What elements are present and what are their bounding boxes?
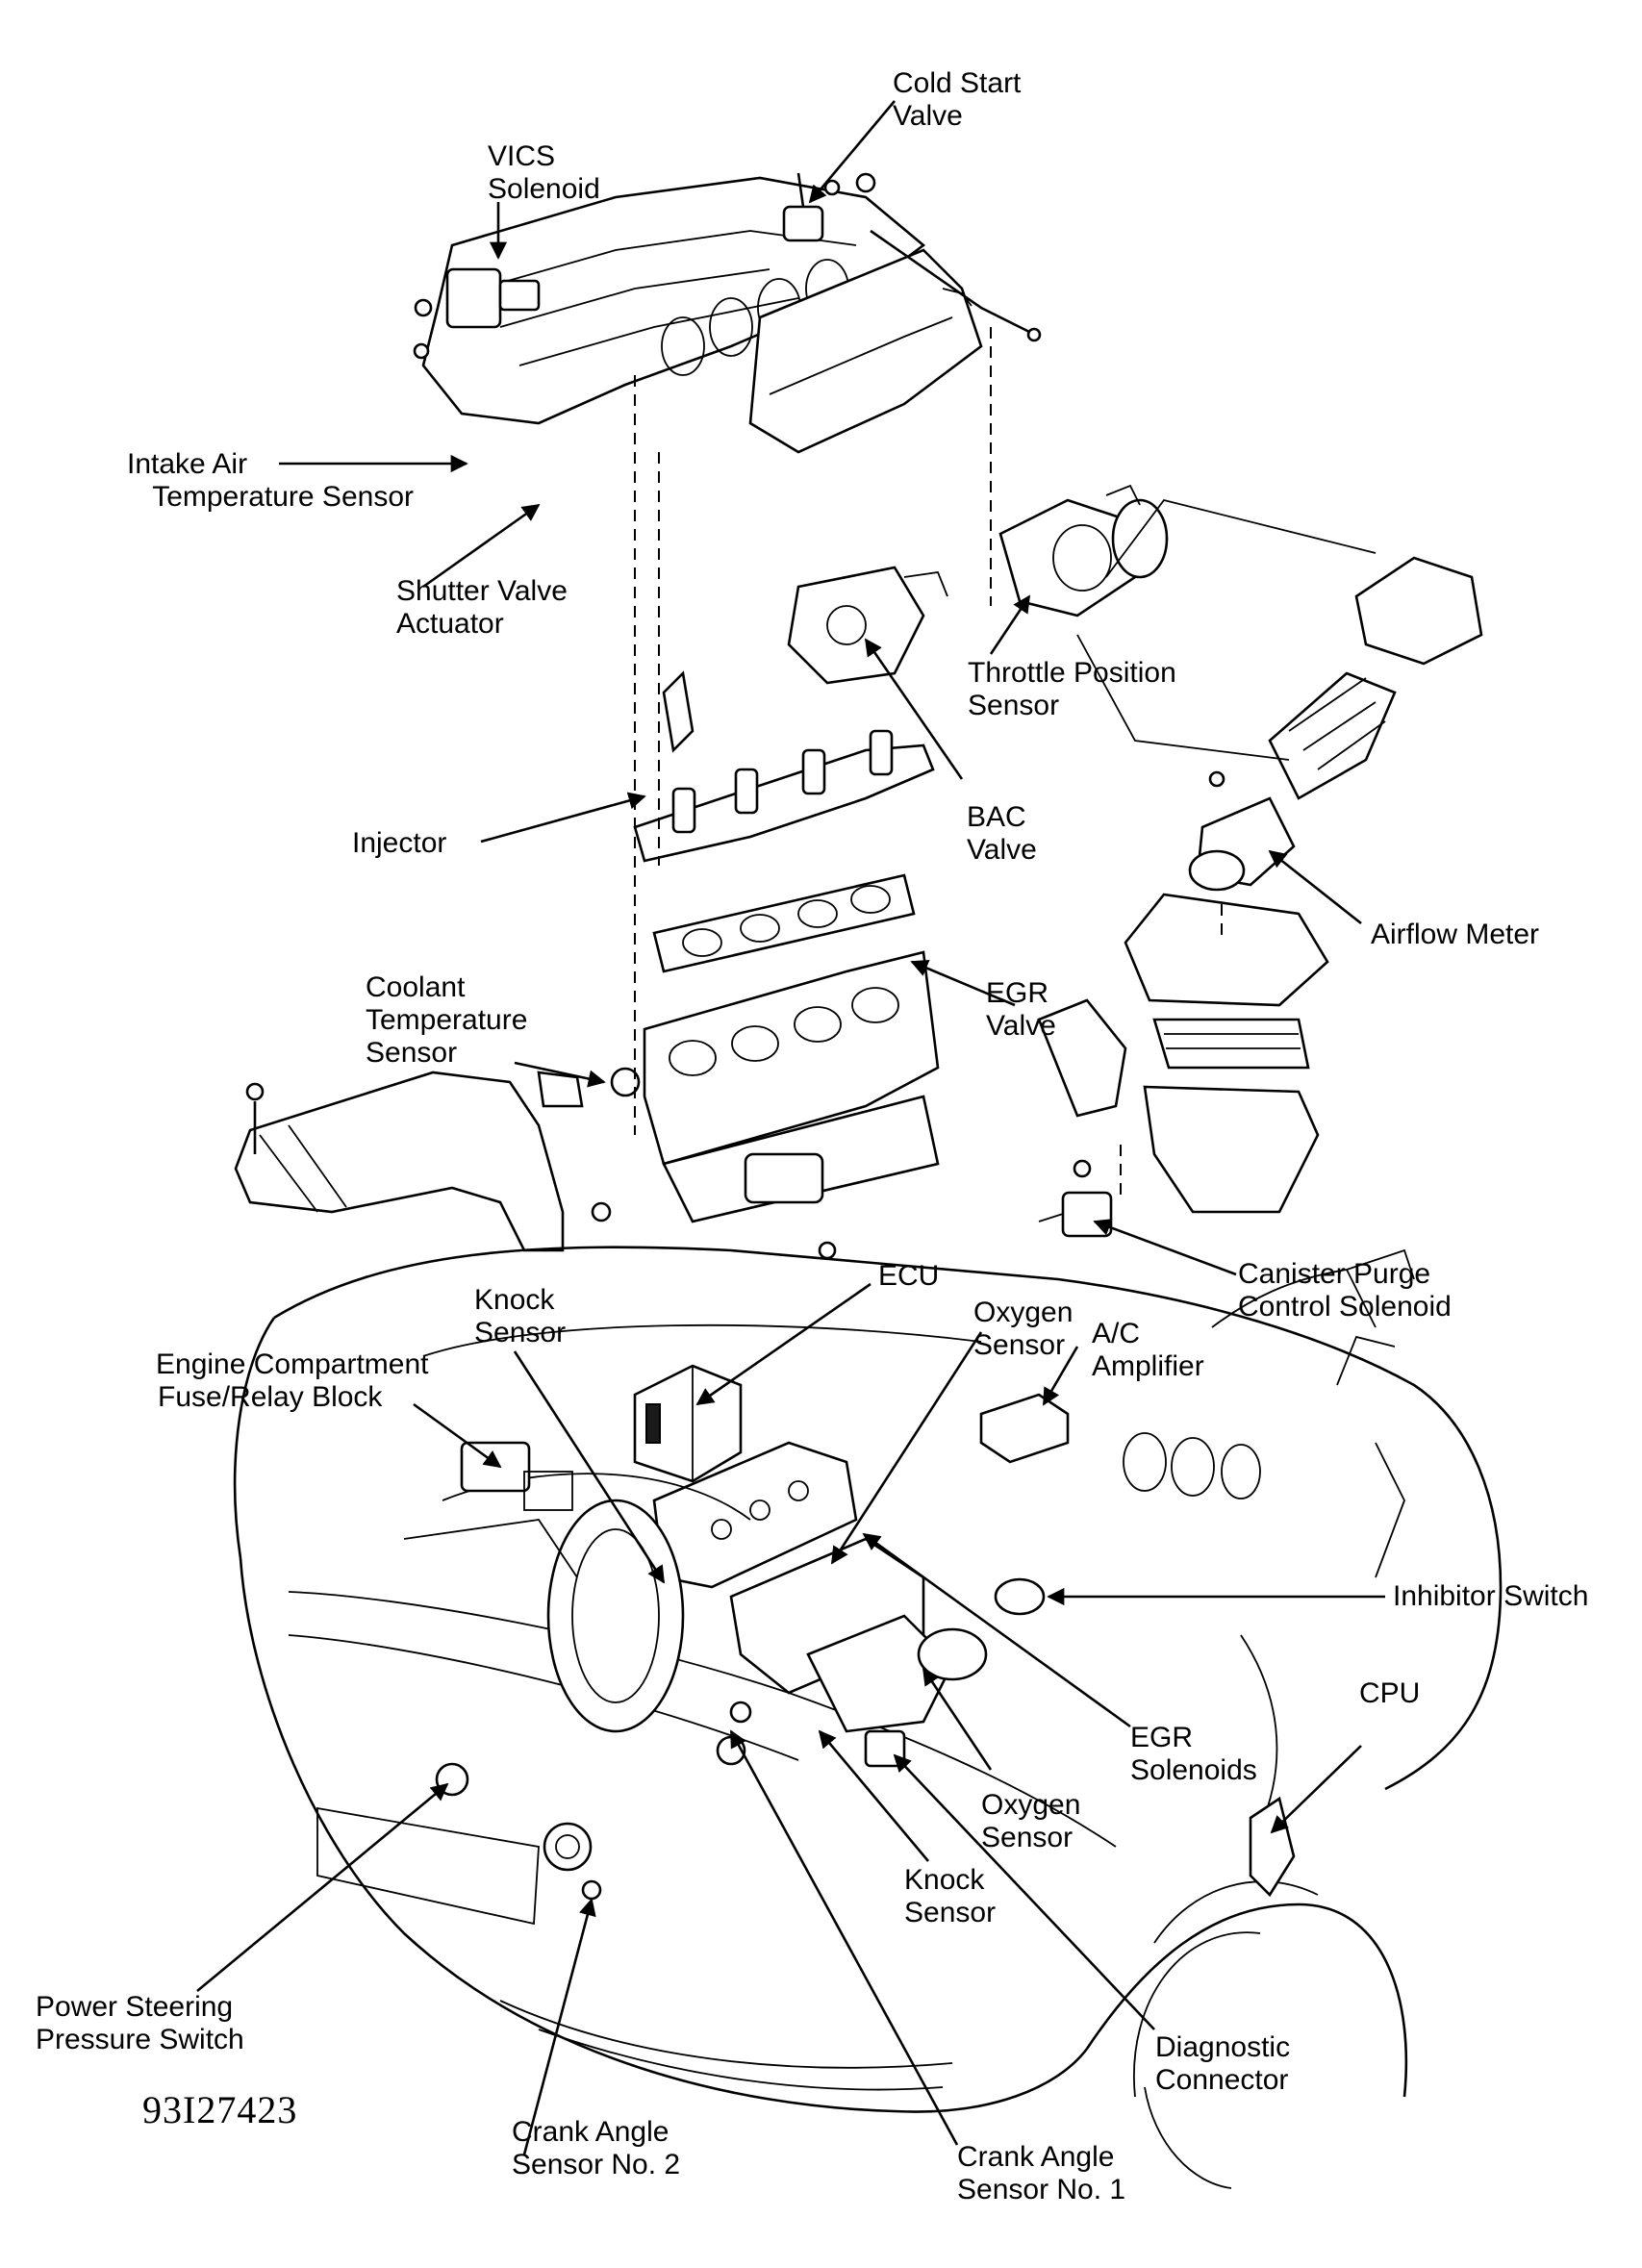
label-fuse-relay-block: Engine Compartment Fuse/Relay Block [156, 1348, 429, 1413]
label-crank-angle-sensor-1: Crank Angle Sensor No. 1 [957, 2141, 1126, 2205]
label-injector: Injector [352, 827, 447, 859]
ecu-part [633, 1364, 743, 1483]
label-inhibitor-switch: Inhibitor Switch [1393, 1580, 1589, 1612]
intake-duct-part [234, 1071, 565, 1252]
cpu-part [1249, 1796, 1296, 1898]
front-sensors-part [435, 1701, 752, 1901]
cold-start-valve-part [782, 172, 1042, 342]
vics-solenoid-part [413, 267, 541, 360]
label-power-steering-switch: Power Steering Pressure Switch [36, 1991, 244, 2055]
label-coolant-temp-sensor: Coolant Temperature Sensor [366, 971, 528, 1069]
assembly-lines [634, 327, 1377, 1202]
lower-manifold-part [537, 873, 940, 1260]
label-cpu: CPU [1359, 1677, 1421, 1709]
bac-valve-part [787, 566, 948, 685]
label-ecu: ECU [878, 1260, 940, 1292]
car-body [233, 1246, 1503, 2189]
fuse-relay-part [460, 1441, 573, 1511]
label-crank-angle-sensor-2: Crank Angle Sensor No. 2 [512, 2116, 681, 2180]
label-shutter-valve-actuator: Shutter Valve Actuator [396, 575, 568, 640]
leader-lines [196, 100, 1385, 2155]
label-oxygen-sensor-lower: Oxygen Sensor [981, 1789, 1081, 1853]
label-oxygen-sensor-upper: Oxygen Sensor [973, 1297, 1074, 1361]
label-cold-start-valve: Cold Start Valve [893, 67, 1022, 132]
label-diagnostic-connector: Diagnostic Connector [1155, 2031, 1291, 2096]
fuel-rail-part [633, 670, 935, 863]
inhibitor-switch-part [994, 1577, 1046, 1616]
ac-amplifier-part [979, 1393, 1070, 1464]
label-bac-valve: BAC Valve [967, 801, 1037, 866]
throttle-body-part [998, 484, 1169, 617]
label-knock-sensor-lower: Knock Sensor [904, 1864, 997, 1928]
label-vics-solenoid: VICS Solenoid [488, 140, 600, 205]
airflow-meter-part [1188, 556, 1483, 892]
label-ac-amplifier: A/C Amplifier [1092, 1318, 1204, 1382]
label-egr-valve: EGR Valve [986, 977, 1056, 1042]
label-throttle-position-sensor: Throttle Position Sensor [968, 657, 1176, 721]
label-knock-sensor-upper: Knock Sensor [474, 1284, 567, 1348]
label-egr-solenoids: EGR Solenoids [1130, 1722, 1257, 1786]
label-intake-air-temp-sensor: Intake Air Temperature Sensor [127, 448, 414, 513]
label-airflow-meter: Airflow Meter [1371, 919, 1540, 950]
label-canister-purge: Canister Purge Control Solenoid [1238, 1258, 1452, 1323]
intake-plenum [421, 176, 983, 454]
figure-code: 93I27423 [142, 2088, 298, 2131]
air-cleaner-part [1037, 893, 1329, 1214]
